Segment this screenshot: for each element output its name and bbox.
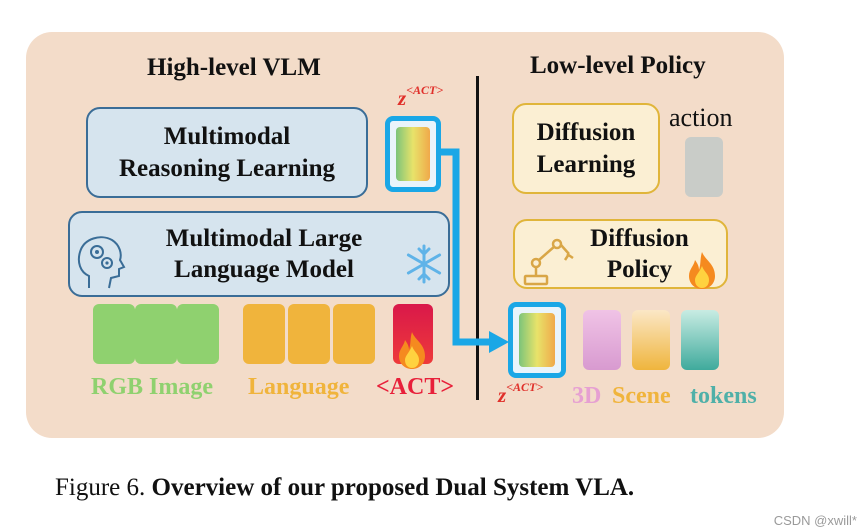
latent-token-top-frame bbox=[385, 116, 441, 192]
scene-token-scene bbox=[632, 310, 670, 370]
latent-label-bottom-base: z bbox=[498, 383, 507, 407]
language-token-3 bbox=[333, 304, 375, 364]
head-gears-icon bbox=[77, 236, 126, 289]
label-act: <ACT> bbox=[376, 374, 455, 400]
fire-icon-policy bbox=[689, 252, 715, 289]
label-language: Language bbox=[248, 374, 350, 400]
label-rgb-image: RGB Image bbox=[91, 374, 213, 400]
latent-label-bottom-sup: <ACT> bbox=[506, 380, 544, 394]
watermark: CSDN @xwill* bbox=[773, 513, 857, 528]
diffusion-learning-line2: Learning bbox=[536, 150, 636, 178]
caption-prefix: Figure 6. bbox=[55, 474, 146, 501]
figure-caption: Figure 6. Overview of our proposed Dual … bbox=[55, 474, 634, 502]
latent-token-top bbox=[396, 127, 430, 181]
heading-high-level-vlm: High-level VLM bbox=[147, 54, 321, 81]
snowflake-icon bbox=[406, 244, 442, 284]
robot-arm-icon bbox=[523, 238, 574, 286]
latent-label-top: z<ACT> bbox=[398, 83, 444, 111]
language-token-2 bbox=[288, 304, 330, 364]
scene-token-tokens bbox=[681, 310, 719, 370]
rgb-token-1 bbox=[93, 304, 135, 364]
diffusion-learning-line1: Diffusion bbox=[536, 119, 636, 147]
rgb-token-2 bbox=[135, 304, 177, 364]
latent-token-bottom-frame bbox=[508, 302, 566, 378]
heading-low-level-policy: Low-level Policy bbox=[530, 52, 706, 79]
mllm-line1: Multimodal Large bbox=[165, 224, 363, 252]
action-label: action bbox=[669, 103, 733, 132]
language-token-1 bbox=[243, 304, 285, 364]
label-scene: Scene bbox=[612, 383, 671, 409]
latent-label-top-base: z bbox=[398, 86, 407, 110]
scene-token-3d bbox=[583, 310, 621, 370]
latent-label-top-sup: <ACT> bbox=[406, 83, 444, 97]
mllm-line2: Language Model bbox=[174, 256, 354, 283]
latent-label-bottom: z<ACT> bbox=[498, 380, 544, 408]
divider-line bbox=[476, 76, 479, 400]
diffusion-policy-line1: Diffusion bbox=[590, 224, 689, 252]
action-token bbox=[685, 137, 723, 197]
latent-token-bottom bbox=[519, 313, 555, 367]
label-3d: 3D bbox=[572, 383, 602, 409]
label-tokens: tokens bbox=[690, 383, 757, 409]
rgb-token-3 bbox=[177, 304, 219, 364]
caption-bold: Overview of our proposed Dual System VLA… bbox=[151, 474, 635, 501]
fire-icon bbox=[399, 332, 425, 369]
reasoning-line2: Reasoning Learning bbox=[118, 154, 335, 182]
diffusion-policy-line2: Policy bbox=[606, 256, 673, 283]
reasoning-line1: Multimodal bbox=[163, 123, 291, 151]
